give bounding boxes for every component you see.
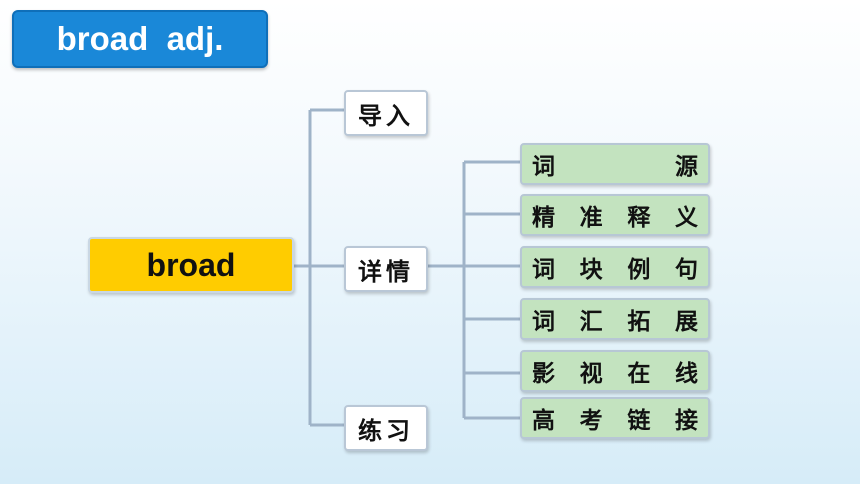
node-definition-char-1: 精 — [532, 205, 555, 231]
node-examples-char-2: 块 — [579, 257, 603, 283]
node-import[interactable]: 导入 — [344, 90, 428, 136]
node-etymology-char-2: 源 — [675, 154, 698, 180]
node-vocab-expansion-char-3: 拓 — [627, 309, 651, 335]
node-exam-link-char-1: 高 — [532, 408, 555, 434]
node-examples-char-4: 句 — [674, 257, 698, 283]
node-examples[interactable]: 词 块 例 句 — [520, 246, 710, 288]
node-exam-link-char-3: 链 — [627, 408, 651, 434]
node-etymology-char-1: 词 — [532, 154, 555, 180]
node-exam-link-char-2: 考 — [579, 408, 603, 434]
node-film-online-char-3: 在 — [627, 361, 651, 387]
node-details[interactable]: 详情 — [344, 246, 428, 292]
node-definition[interactable]: 精 准 释 义 — [520, 194, 710, 236]
node-film-online-char-1: 影 — [532, 361, 555, 387]
node-vocab-expansion[interactable]: 词 汇 拓 展 — [520, 298, 710, 340]
node-exam-link-char-4: 接 — [674, 408, 698, 434]
node-examples-char-3: 例 — [627, 257, 651, 283]
node-practice[interactable]: 练习 — [344, 405, 428, 451]
node-definition-char-3: 释 — [627, 205, 651, 231]
node-vocab-expansion-char-2: 汇 — [579, 309, 603, 335]
node-examples-char-1: 词 — [532, 257, 555, 283]
node-vocab-expansion-char-4: 展 — [674, 309, 698, 335]
node-definition-char-2: 准 — [579, 205, 603, 231]
root-node[interactable]: broad — [88, 237, 294, 293]
node-definition-char-4: 义 — [674, 205, 698, 231]
node-film-online-char-4: 线 — [674, 361, 698, 387]
node-etymology[interactable]: 词 源 — [520, 143, 710, 185]
node-vocab-expansion-char-1: 词 — [532, 309, 555, 335]
page-title: broad adj. — [12, 10, 268, 68]
node-exam-link[interactable]: 高 考 链 接 — [520, 397, 710, 439]
node-film-online-char-2: 视 — [579, 361, 603, 387]
node-film-online[interactable]: 影 视 在 线 — [520, 350, 710, 392]
